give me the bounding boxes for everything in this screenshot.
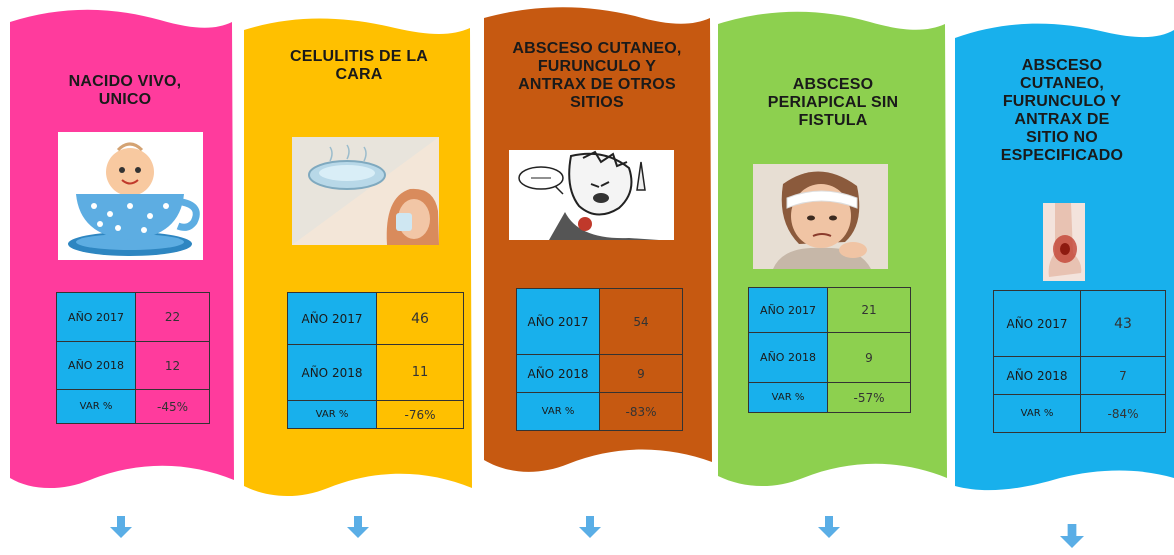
year-2018-value: 11 — [376, 344, 464, 401]
title-line: SITIOS — [570, 94, 624, 111]
table-row: AÑO 2017 46 — [287, 292, 464, 345]
title-line: FURUNCULO Y — [1002, 93, 1122, 110]
down-arrow-icon — [818, 516, 840, 538]
year-2018-label: AÑO 2018 — [993, 356, 1081, 395]
stats-table: AÑO 2017 54 AÑO 2018 9 VAR % -83% — [516, 288, 683, 431]
title-line: ANTRAX DE OTROS — [518, 76, 676, 93]
down-arrow-icon — [347, 516, 369, 538]
down-arrow-icon — [579, 516, 601, 538]
year-2017-value: 46 — [376, 292, 464, 345]
table-row: VAR % -83% — [516, 392, 683, 431]
person-with-compress-image — [292, 137, 439, 245]
title-line: SITIO NO — [1026, 129, 1098, 146]
year-2017-label: AÑO 2017 — [516, 288, 600, 355]
year-2018-label: AÑO 2018 — [56, 341, 136, 390]
title-line: ABSCESO — [1021, 57, 1103, 74]
var-percent-label: VAR % — [516, 392, 600, 431]
title-line: UNICO — [98, 91, 152, 108]
year-2017-value: 43 — [1080, 290, 1166, 357]
var-percent-value: -45% — [135, 389, 210, 424]
column-title: CELULITIS DE LA CARA — [254, 48, 464, 84]
table-row: AÑO 2018 7 — [993, 356, 1166, 395]
baby-in-teacup-image — [58, 132, 203, 260]
column-title: ABSCESO CUTANEO, FURUNCULO Y ANTRAX DE S… — [962, 57, 1162, 165]
title-line: FURUNCULO Y — [537, 58, 657, 75]
title-line: NACIDO VIVO, — [68, 73, 182, 90]
year-2018-label: AÑO 2018 — [287, 344, 377, 401]
year-2017-label: AÑO 2017 — [287, 292, 377, 345]
year-2017-label: AÑO 2017 — [748, 287, 828, 333]
year-2018-label: AÑO 2018 — [748, 332, 828, 383]
var-percent-label: VAR % — [993, 394, 1081, 433]
table-row: AÑO 2018 12 — [56, 341, 210, 390]
table-row: AÑO 2018 11 — [287, 344, 464, 401]
var-percent-value: -84% — [1080, 394, 1166, 433]
table-row: VAR % -84% — [993, 394, 1166, 433]
year-2017-value: 22 — [135, 292, 210, 342]
skin-abscess-leg-image — [1043, 203, 1085, 281]
year-2017-label: AÑO 2017 — [993, 290, 1081, 357]
stats-table: AÑO 2017 43 AÑO 2018 7 VAR % -84% — [993, 290, 1166, 433]
table-row: AÑO 2018 9 — [516, 354, 683, 393]
year-2018-value: 9 — [827, 332, 911, 383]
stats-table: AÑO 2017 21 AÑO 2018 9 VAR % -57% — [748, 287, 911, 413]
down-arrow-icon — [1060, 524, 1084, 548]
year-2018-value: 12 — [135, 341, 210, 390]
stats-table: AÑO 2017 46 AÑO 2018 11 VAR % -76% — [287, 292, 464, 429]
year-2017-label: AÑO 2017 — [56, 292, 136, 342]
title-line: CELULITIS DE LA — [289, 48, 429, 65]
column-title: ABSCESO PERIAPICAL SIN FISTULA — [724, 76, 942, 130]
title-line: CUTANEO, — [1020, 75, 1104, 92]
cartoon-man-with-boil-image — [509, 150, 674, 240]
var-percent-label: VAR % — [287, 400, 377, 429]
year-2018-value: 7 — [1080, 356, 1166, 395]
table-row: AÑO 2017 21 — [748, 287, 911, 333]
year-2017-value: 21 — [827, 287, 911, 333]
title-line: ESPECIFICADO — [1000, 147, 1124, 164]
var-percent-label: VAR % — [748, 382, 828, 413]
var-percent-label: VAR % — [56, 389, 136, 424]
down-arrow-icon — [110, 516, 132, 538]
var-percent-value: -76% — [376, 400, 464, 429]
table-row: VAR % -57% — [748, 382, 911, 413]
title-line: PERIAPICAL SIN — [767, 94, 899, 111]
title-line: ABSCESO — [792, 76, 874, 93]
table-row: AÑO 2017 22 — [56, 292, 210, 342]
title-line: FISTULA — [798, 112, 868, 129]
stats-table: AÑO 2017 22 AÑO 2018 12 VAR % -45% — [56, 292, 210, 424]
var-percent-value: -83% — [599, 392, 683, 431]
child-with-bandage-image — [753, 164, 888, 269]
table-row: AÑO 2017 54 — [516, 288, 683, 355]
table-row: VAR % -76% — [287, 400, 464, 429]
table-row: AÑO 2017 43 — [993, 290, 1166, 357]
year-2018-value: 9 — [599, 354, 683, 393]
column-title: NACIDO VIVO, UNICO — [20, 73, 230, 109]
title-line: ABSCESO CUTANEO, — [512, 40, 682, 57]
table-row: VAR % -45% — [56, 389, 210, 424]
year-2017-value: 54 — [599, 288, 683, 355]
var-percent-value: -57% — [827, 382, 911, 413]
title-line: CARA — [335, 66, 383, 83]
year-2018-label: AÑO 2018 — [516, 354, 600, 393]
table-row: AÑO 2018 9 — [748, 332, 911, 383]
column-title: ABSCESO CUTANEO, FURUNCULO Y ANTRAX DE O… — [480, 40, 714, 112]
title-line: ANTRAX DE — [1014, 111, 1110, 128]
